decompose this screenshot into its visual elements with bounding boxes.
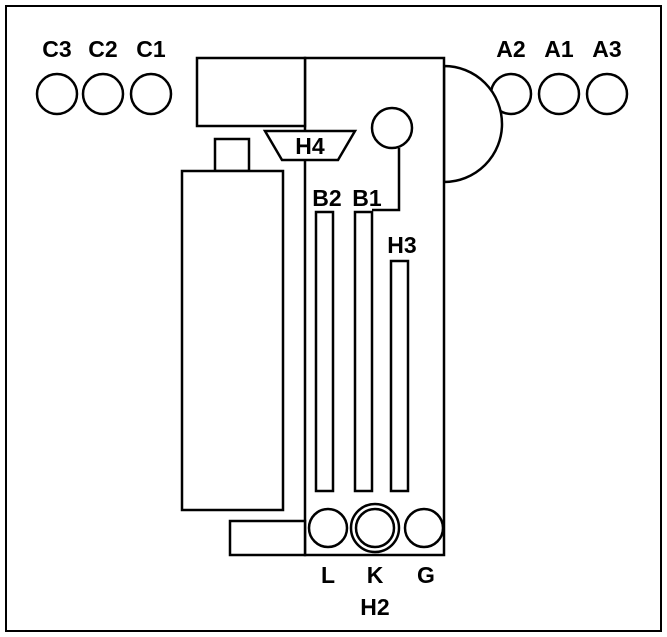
label-l: L bbox=[321, 562, 335, 588]
slot-h3 bbox=[389, 259, 410, 493]
label-b1: B1 bbox=[352, 185, 382, 211]
circle-a3 bbox=[585, 72, 629, 116]
small-circle bbox=[370, 106, 414, 150]
top-block bbox=[195, 56, 307, 128]
label-h4: H4 bbox=[295, 133, 325, 159]
label-a2: A2 bbox=[496, 36, 525, 62]
circle-a1 bbox=[537, 72, 581, 116]
label-b2: B2 bbox=[312, 185, 341, 211]
label-c1: C1 bbox=[136, 36, 166, 62]
connector-line bbox=[372, 148, 401, 212]
battery-body bbox=[180, 169, 285, 512]
label-a1: A1 bbox=[544, 36, 574, 62]
label-h2: H2 bbox=[360, 594, 389, 620]
label-c2: C2 bbox=[88, 36, 117, 62]
circle-c1 bbox=[129, 72, 173, 116]
circle-k-inner bbox=[354, 507, 396, 549]
slot-b1 bbox=[353, 210, 374, 493]
slot-b2 bbox=[314, 210, 335, 493]
circle-l bbox=[307, 507, 349, 549]
circle-c3 bbox=[35, 72, 79, 116]
label-k: K bbox=[367, 562, 384, 588]
label-c3: C3 bbox=[42, 36, 71, 62]
circle-c2 bbox=[81, 72, 125, 116]
circle-g bbox=[403, 507, 445, 549]
battery-knob bbox=[213, 137, 251, 173]
label-a3: A3 bbox=[592, 36, 621, 62]
label-h3: H3 bbox=[387, 232, 416, 258]
h4-trapezoid bbox=[262, 129, 358, 162]
half-circle-right bbox=[442, 64, 504, 184]
bottom-block bbox=[228, 519, 307, 557]
label-g: G bbox=[417, 562, 435, 588]
